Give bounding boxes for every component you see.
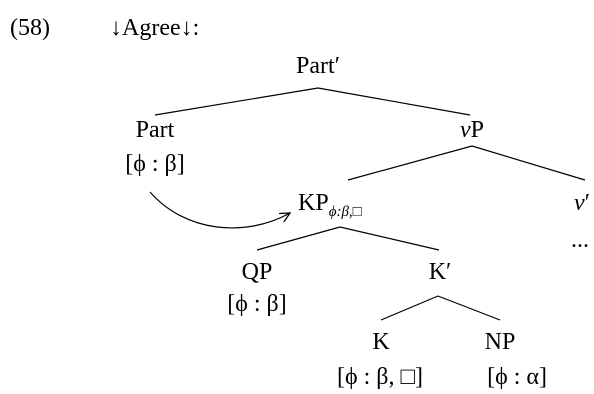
edge-kbar-k [380, 295, 439, 321]
node-vbar-v: v [574, 190, 585, 216]
node-kp-subscript: ϕ:β,□ [328, 204, 362, 220]
node-vbar-prime: ′ [584, 190, 590, 216]
node-np-feature: [ϕ : α] [487, 364, 547, 390]
edge-vp-vbar [471, 145, 586, 181]
node-qp: QP [241, 259, 273, 285]
node-qp-feature: [ϕ : β] [227, 291, 287, 317]
agree-arrow [149, 191, 290, 229]
node-part-bar: Part′ [296, 53, 340, 79]
edge-kp-qp [256, 226, 341, 251]
node-vp-p: P [470, 117, 485, 143]
node-kp: KPϕ:β,□ [298, 189, 362, 220]
node-part-feature: [ϕ : β] [125, 151, 185, 177]
node-vp-v: v [459, 117, 471, 143]
node-k-feature: [ϕ : β, □] [337, 364, 423, 390]
edge-partbar-vp [317, 87, 471, 116]
node-np: NP [484, 329, 516, 355]
node-ellipsis: ... [571, 227, 589, 253]
edge-kp-kbar [339, 226, 440, 251]
edge-vp-kp [347, 145, 473, 181]
edge-partbar-part [154, 87, 319, 116]
edge-kbar-np [437, 295, 501, 321]
node-kbar: K′ [428, 259, 452, 285]
node-part: Part [135, 117, 175, 143]
node-kp-label: KP [298, 190, 329, 216]
node-vp: vP [460, 116, 484, 144]
node-vbar: v′ [574, 189, 590, 217]
node-k: K [372, 329, 390, 355]
example-title: ↓Agree↓: [110, 15, 200, 41]
example-number: (58) [10, 15, 50, 41]
